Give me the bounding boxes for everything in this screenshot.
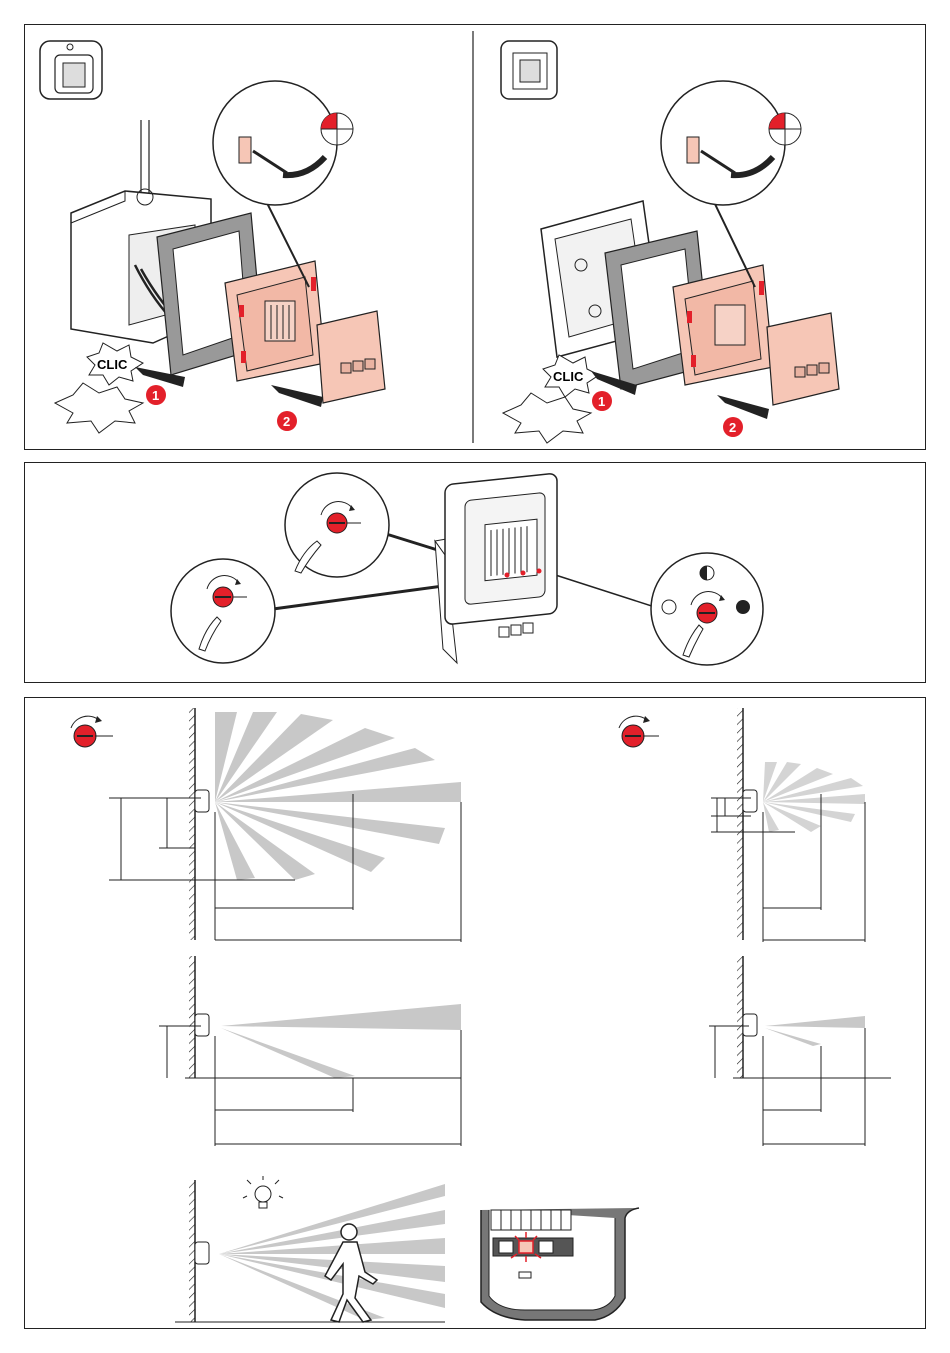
time-adjust-dial-icon: [285, 473, 389, 577]
led-indicator-detail: [481, 1208, 639, 1320]
walk-test-scene: [175, 1176, 445, 1322]
step-2-label: 2: [283, 414, 290, 429]
cover-plate: [317, 311, 385, 403]
detector-module-front: [435, 473, 557, 663]
detection-panel: [24, 697, 926, 1329]
settings-illustration: [25, 463, 927, 684]
installation-illustration: CLIC 1 2: [25, 25, 927, 451]
fan-top-right: [711, 708, 865, 942]
rotate-min-range-icon: [619, 716, 659, 747]
fan-top-left: [109, 708, 461, 942]
light-bulb-icon: [243, 1176, 283, 1208]
settings-panel: [24, 462, 926, 683]
clic-label-right: CLIC: [553, 369, 584, 384]
flush-plate-thumbnail-icon: [501, 41, 557, 99]
beam-middle-right: [709, 956, 891, 1146]
cover-plate-right: [767, 313, 839, 405]
step-1-label-right: 1: [598, 394, 605, 409]
black-circle-icon: [736, 600, 750, 614]
clic-label: CLIC: [97, 357, 128, 372]
surface-box-thumbnail-icon: [40, 41, 102, 99]
detector-module: [225, 261, 325, 381]
led-lit: [519, 1241, 533, 1253]
detection-illustration: [25, 698, 927, 1330]
leader-light: [543, 571, 661, 609]
rotate-max-range-icon: [71, 716, 113, 747]
half-circle-icon: [700, 566, 714, 580]
white-circle-icon: [662, 600, 676, 614]
clic-burst-right: CLIC: [503, 355, 599, 443]
arrow-step-2: 2: [271, 385, 323, 431]
step-2-label-right: 2: [729, 420, 736, 435]
sensitivity-adjust-dial-icon: [171, 559, 275, 663]
arrow-step-2-right: 2: [717, 395, 769, 437]
step-1-label: 1: [152, 388, 159, 403]
beam-middle-left: [159, 956, 461, 1146]
light-threshold-dial-icon: [651, 553, 763, 665]
clic-burst: CLIC: [55, 343, 143, 433]
detector-module-right: [673, 265, 773, 385]
installation-panel: CLIC 1 2: [24, 24, 926, 450]
